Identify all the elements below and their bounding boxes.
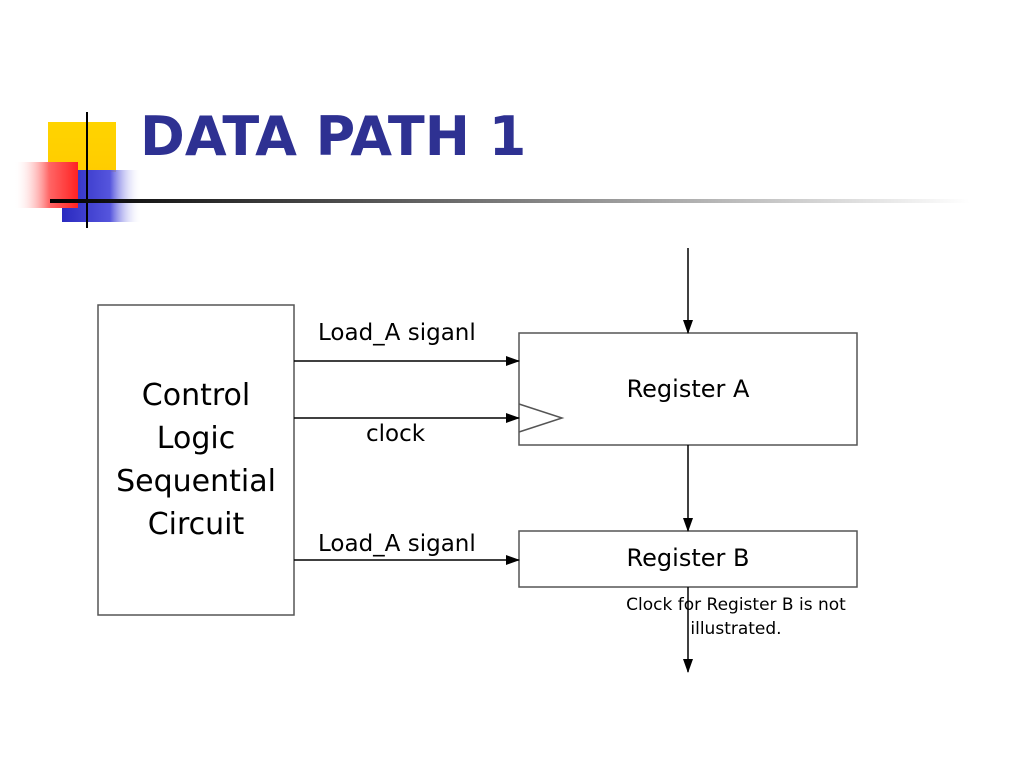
register-b: Register B bbox=[518, 530, 858, 588]
control-logic-label-line-4: Circuit bbox=[148, 507, 245, 542]
title-rule bbox=[50, 199, 970, 203]
control-logic-label-line-1: Control bbox=[142, 378, 250, 413]
register-b-clock-note-line-2: illustrated. bbox=[690, 619, 781, 639]
control-logic-label-line-2: Logic bbox=[157, 421, 235, 456]
register-a-clock-triangle bbox=[518, 403, 565, 433]
register-b-label: Register B bbox=[627, 544, 750, 572]
control-logic-block: Control Logic Sequential Circuit bbox=[97, 304, 295, 616]
clock-label: clock bbox=[366, 421, 426, 447]
control-logic-label-line-3: Sequential bbox=[116, 464, 276, 499]
register-b-clock-note-line-1: Clock for Register B is not bbox=[626, 595, 846, 615]
slide-decoration bbox=[14, 112, 970, 228]
control-logic-box bbox=[97, 304, 295, 616]
load-a-bottom-label: Load_A siganl bbox=[318, 531, 476, 557]
register-a-label: Register A bbox=[627, 375, 750, 403]
load-a-top-label: Load_A siganl bbox=[318, 320, 476, 346]
slide-title: DATA PATH 1 bbox=[140, 105, 527, 168]
register-a: Register A bbox=[518, 332, 858, 446]
